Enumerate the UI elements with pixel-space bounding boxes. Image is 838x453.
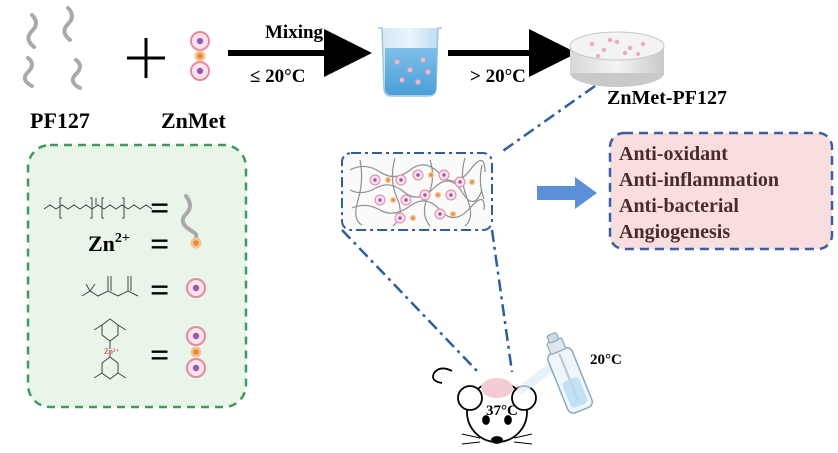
legend-equals-4: = xyxy=(150,337,169,374)
effect-item: Anti-inflammation xyxy=(619,169,779,191)
body-temp-label: 37°C xyxy=(486,403,518,419)
beaker-icon xyxy=(378,27,442,97)
zn-ion-base: Zn xyxy=(88,231,115,256)
metformin-structure-icon xyxy=(81,276,139,297)
effect-item: Angiogenesis xyxy=(619,221,730,243)
metformin-particle-icon xyxy=(186,278,206,298)
temp-high-label: > 20°C xyxy=(470,66,526,87)
effects-box xyxy=(608,131,834,251)
effects-list: Anti-oxidant Anti-inflammation Anti-bact… xyxy=(619,143,779,243)
znmet-molecule-icon xyxy=(190,31,210,81)
plus-icon xyxy=(127,38,165,78)
hydrogel-network-inset xyxy=(341,152,493,231)
zinc-particle-icon xyxy=(190,237,202,249)
polymer-strand-icon xyxy=(180,194,199,240)
pf127-polymers-icon xyxy=(22,6,82,90)
zn-ion-charge: 2+ xyxy=(115,231,130,246)
effects-arrow xyxy=(537,177,597,209)
product-label: ZnMet-PF127 xyxy=(607,87,727,109)
legend-equals-2: = xyxy=(150,226,169,263)
legend-box xyxy=(26,143,248,409)
temp-low-label: ≤ 20°C xyxy=(250,66,306,87)
pf127-label: PF127 xyxy=(30,108,90,133)
hydrogel-dish-icon xyxy=(569,31,665,87)
legend-equals-3: = xyxy=(150,272,169,309)
mouse-icon xyxy=(432,367,537,445)
znmet-label: ZnMet xyxy=(161,108,226,133)
spray-temp-label: 20°C xyxy=(590,352,622,368)
mixing-label: Mixing xyxy=(265,22,324,43)
znmet-structure-icon xyxy=(93,318,127,380)
zoom-lines xyxy=(341,84,596,373)
zn-ion-label: Zn2+ xyxy=(88,231,130,256)
effect-item: Anti-bacterial xyxy=(619,195,739,217)
pf127-structure-icon xyxy=(43,197,153,219)
legend-equals-1: = xyxy=(150,190,169,227)
zn-atom-label: Zn²⁺ xyxy=(104,347,120,356)
effect-item: Anti-oxidant xyxy=(619,143,728,165)
spray-bottle-icon xyxy=(517,332,594,414)
